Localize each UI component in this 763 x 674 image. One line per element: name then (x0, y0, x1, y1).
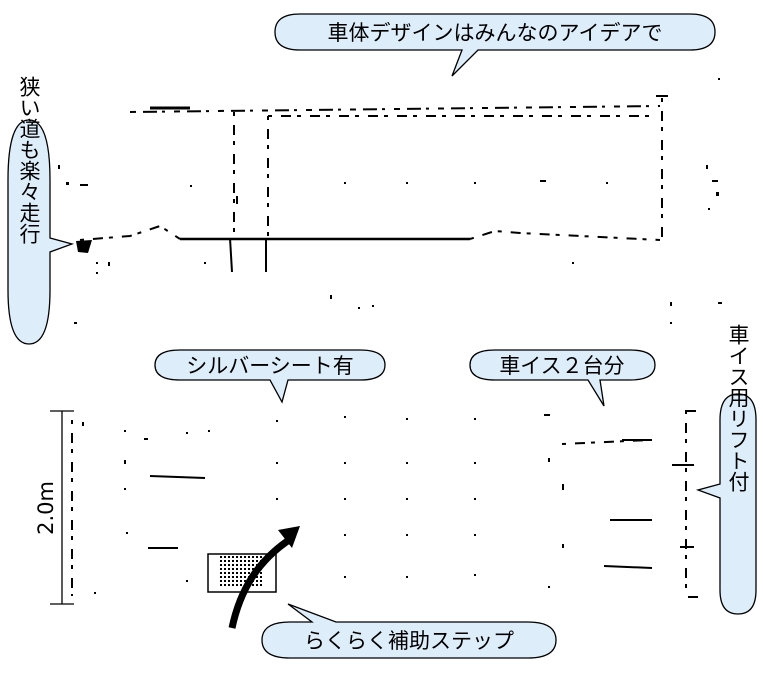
front-bumper (76, 240, 92, 253)
door-line-left (229, 237, 233, 273)
callout-design: 車体デザインはみんなのアイデアで (274, 13, 716, 77)
callout-silver-seat: シルバーシート有 (154, 349, 386, 404)
width-dimension-label: 2.0m (34, 481, 58, 535)
callout-wheelchair-lift-text: 車イス用リフト付 (726, 324, 750, 492)
width-dimension: 2.0m (34, 410, 74, 605)
step-arrow-head (278, 526, 300, 548)
callout-step-text: らくらく補助ステップ (304, 629, 514, 653)
bus-roof-line (129, 105, 661, 113)
front-seat-1 (149, 475, 206, 479)
callout-step: らくらく補助ステップ (261, 603, 557, 659)
bus-front-floor (79, 224, 181, 241)
step-arrow-shaft (228, 535, 294, 629)
callout-narrow-road: 狭い道も楽々走行 (7, 76, 75, 345)
top-view-dots (82, 410, 698, 598)
callout-wheelchair-lift: 車イス用リフト付 (695, 324, 757, 615)
callout-design-text: 車体デザインはみんなのアイデアで (328, 21, 663, 45)
bus-top-view: 2.0m (34, 410, 698, 629)
callout-wheelchair-two-text: 車イス２台分 (499, 354, 624, 378)
wheelchair-mark-3 (603, 565, 653, 569)
callout-narrow-road-text: 狭い道も楽々走行 (17, 76, 41, 244)
bus-floor-rear (469, 229, 661, 241)
bus-side-view (58, 78, 722, 324)
side-view-dots (58, 78, 722, 324)
callout-silver-seat-text: シルバーシート有 (186, 354, 354, 378)
callout-wheelchair-two: 車イス２台分 (469, 349, 656, 407)
